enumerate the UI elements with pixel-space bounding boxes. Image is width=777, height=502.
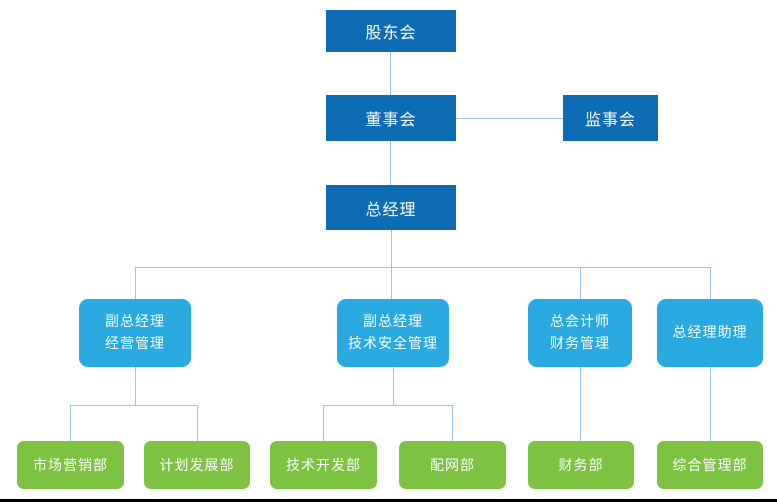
connector-drop-distribution [452,405,453,441]
node-label-line2: 经营管理 [105,335,165,351]
node-supervisory-board: 监事会 [563,95,658,141]
node-label-line2: 财务管理 [550,335,610,351]
connector-drop-finance [580,367,581,441]
connector-gm-bus [391,230,392,299]
connector-drop-deputy-gm-operations [135,267,136,299]
node-label-line1: 总会计师 [550,313,610,330]
node-planning-dev-dept: 计划发展部 [144,441,250,489]
connector-drop-gm-assistant [710,267,711,299]
node-label: 技术开发部 [286,457,361,473]
node-chief-accountant: 总会计师 财务管理 [528,299,632,367]
connector-drop-chief-accountant [580,267,581,299]
node-label-line1: 副总经理 [105,313,165,330]
connector-shareholders-board [390,52,391,95]
connector-deputy-ops-bus [70,405,197,406]
node-label: 配网部 [430,457,475,473]
connector-deputy-ops-stem [135,367,136,405]
connector-drop-tech-dev [323,405,324,441]
node-label: 计划发展部 [159,457,235,473]
node-label-line2: 技术安全管理 [348,335,438,351]
connector-deputy-tech-stem [393,367,394,405]
connector-board-supervisory [456,118,563,119]
connector-deputy-tech-bus [323,405,452,406]
node-label: 综合管理部 [672,457,748,473]
node-label: 财务部 [558,457,604,473]
connector-board-gm [390,141,391,185]
bottom-border-rule [0,499,777,502]
connector-drop-general-admin [710,367,711,441]
node-tech-dev-dept: 技术开发部 [270,441,377,489]
node-deputy-gm-tech-safety: 副总经理 技术安全管理 [337,299,449,367]
connector-level4-bus [135,267,710,268]
node-shareholders-meeting: 股东会 [326,10,456,52]
node-label: 总经理 [365,201,417,219]
node-general-manager: 总经理 [326,185,456,230]
node-label: 股东会 [365,25,417,42]
node-finance-dept: 财务部 [528,441,634,489]
node-label: 市场营销部 [33,457,108,473]
node-board-of-directors: 董事会 [326,95,456,141]
node-deputy-gm-operations: 副总经理 经营管理 [79,299,191,367]
node-marketing-dept: 市场营销部 [17,441,124,489]
node-gm-assistant: 总经理助理 [657,299,763,367]
connector-drop-marketing [70,405,71,441]
node-label-line1: 副总经理 [363,313,423,330]
node-label-line1: 总经理助理 [672,324,748,341]
node-label: 监事会 [584,112,636,129]
node-label: 董事会 [365,112,417,129]
node-general-admin-dept: 综合管理部 [657,441,763,489]
node-distribution-network-dept: 配网部 [399,441,506,489]
connector-drop-planning [197,405,198,441]
